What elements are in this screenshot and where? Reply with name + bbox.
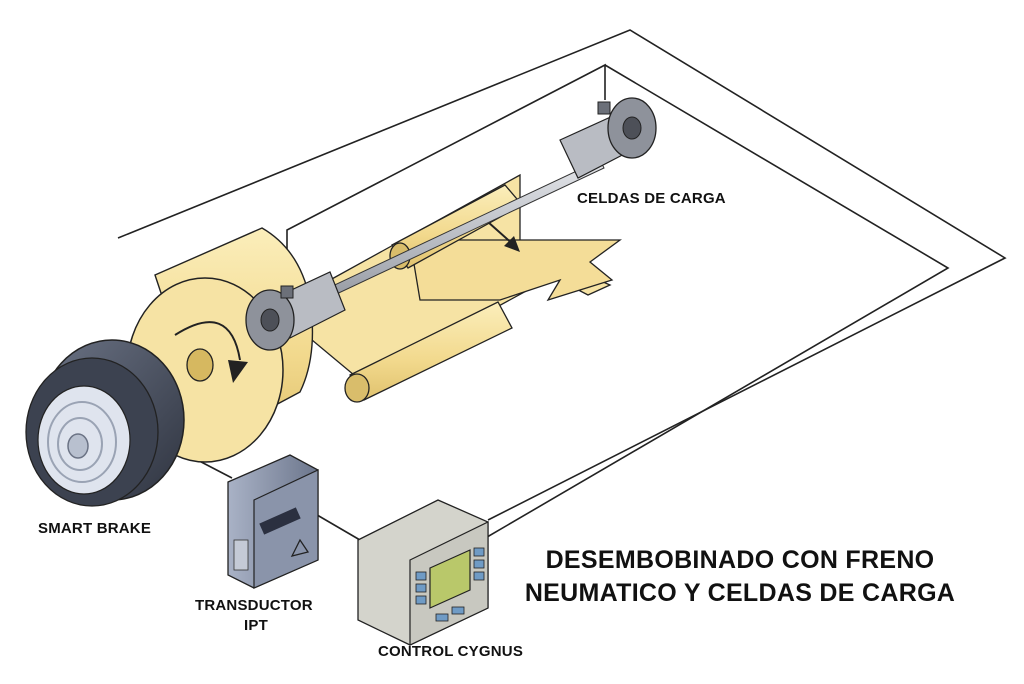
wire-transducer-control	[311, 511, 361, 541]
transducer-box	[227, 454, 319, 589]
control-keys	[415, 547, 485, 622]
roll-core	[186, 348, 214, 382]
wire-inner-right	[481, 64, 950, 541]
wire-outer	[117, 29, 1007, 521]
control-label: CONTROL CYGNUS	[378, 643, 524, 660]
load-cell-left	[245, 271, 346, 351]
title-line-1: DESEMBOBINADO CON FRENO	[545, 546, 935, 574]
title-line-2: NEUMATICO Y CELDAS DE CARGA	[524, 579, 956, 607]
idler-roller-lower	[344, 301, 513, 403]
arrow-icon	[174, 321, 248, 383]
diagram-title: DESEMBOBINADO CON FRENO NEUMATICO Y CELD…	[505, 544, 975, 610]
web-tail	[409, 239, 622, 302]
smart-brake	[25, 339, 185, 507]
arrow-icon	[487, 221, 520, 252]
paper-web	[299, 173, 622, 381]
load-cells-label: CELDAS DE CARGA	[577, 190, 726, 207]
smart-brake-label: SMART BRAKE	[38, 520, 152, 537]
transducer-label-line2: IPT	[244, 617, 268, 634]
control-cygnus	[357, 499, 489, 646]
control-screen	[429, 549, 471, 609]
transducer-label-line1: TRANSDUCTOR	[195, 597, 313, 614]
load-cell-right	[559, 97, 657, 179]
warning-icon	[290, 538, 310, 557]
